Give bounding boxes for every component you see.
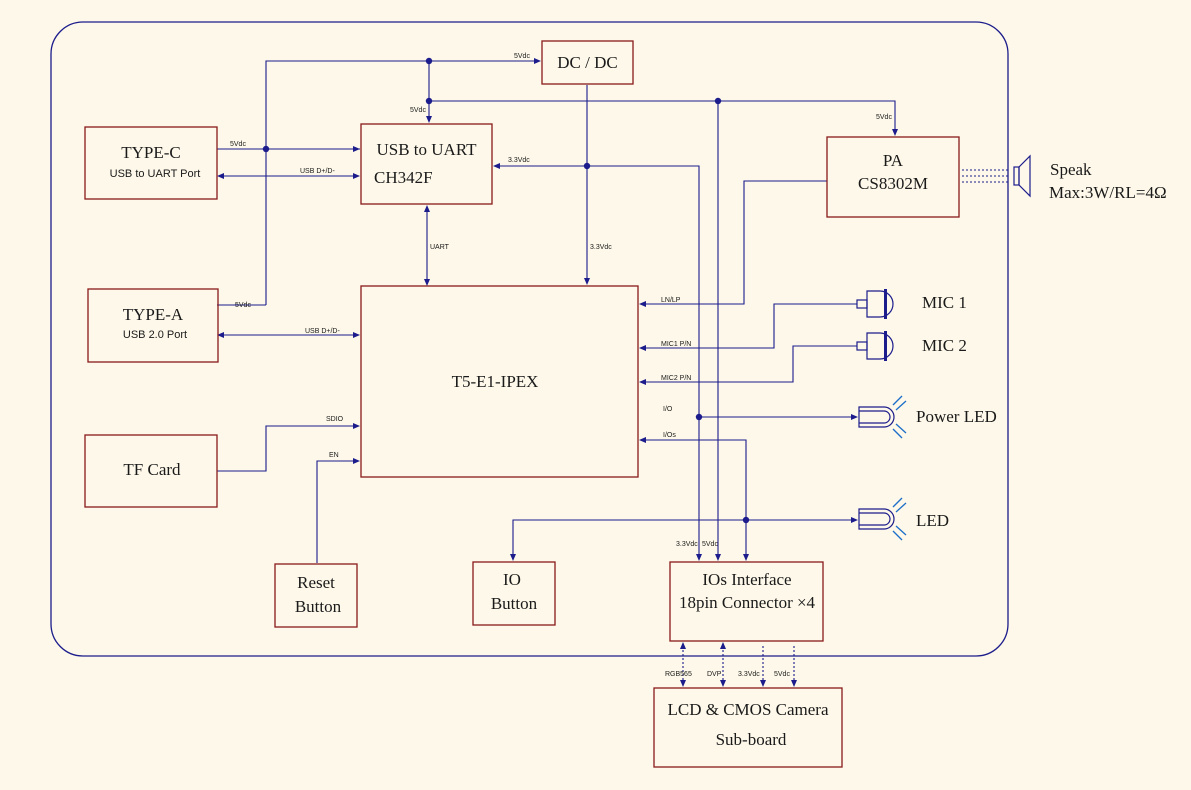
type-c-title: TYPE-C bbox=[121, 143, 181, 162]
ios-interface-block: IOs Interface 18pin Connector ×4 bbox=[669, 561, 824, 642]
reset-button-block: Reset Button bbox=[274, 563, 358, 628]
pa-block: PA CS8302M bbox=[826, 136, 960, 218]
signal-dcdc-3v3: 3.3Vdc bbox=[590, 244, 612, 251]
speaker-spec: Max:3W/RL=4Ω bbox=[1049, 183, 1167, 202]
signal-uart-5v: 5Vdc bbox=[410, 107, 426, 114]
signal-rgb565: RGB565 bbox=[665, 671, 692, 678]
signal-dvp: DVP bbox=[707, 671, 722, 678]
signal-pa-5v: 5Vdc bbox=[876, 114, 892, 121]
reset-line2: Button bbox=[295, 597, 342, 616]
signal-typec-usb: USB D+/D- bbox=[300, 168, 335, 175]
signal-uart-link: UART bbox=[430, 244, 450, 251]
arrowheads bbox=[217, 58, 898, 687]
signal-sub-5v: 5Vdc bbox=[774, 671, 790, 678]
signal-mic2-pn: MIC2 P/N bbox=[661, 375, 691, 382]
ios-interface-line1: IOs Interface bbox=[702, 570, 791, 589]
main-module-block: T5-E1-IPEX bbox=[360, 285, 639, 478]
usb-uart-line2: CH342F bbox=[374, 168, 433, 187]
led-icon bbox=[858, 497, 907, 541]
mic1-icon bbox=[856, 289, 894, 319]
signal-typec-5v: 5Vdc bbox=[230, 141, 246, 148]
dcdc-title: DC / DC bbox=[557, 53, 617, 72]
signal-typea-usb: USB D+/D- bbox=[305, 328, 340, 335]
type-a-title: TYPE-A bbox=[123, 305, 184, 324]
signal-labels: 5Vdc 5Vdc 5Vdc USB D+/D- 3.3Vdc UART 3.3… bbox=[230, 53, 892, 678]
io-button-line1: IO bbox=[503, 570, 521, 589]
reset-line1: Reset bbox=[297, 573, 335, 592]
tf-card-block: TF Card bbox=[84, 434, 218, 508]
pa-line2: CS8302M bbox=[858, 174, 928, 193]
wires bbox=[217, 60, 1010, 682]
power-led-icon bbox=[858, 395, 907, 439]
main-module-title: T5-E1-IPEX bbox=[452, 372, 539, 391]
board-outline bbox=[50, 21, 1009, 657]
signal-mic1-pn: MIC1 P/N bbox=[661, 341, 691, 348]
signal-dcdc-in-5v: 5Vdc bbox=[514, 53, 530, 60]
power-led-label: Power LED bbox=[916, 407, 997, 426]
tf-card-title: TF Card bbox=[123, 460, 181, 479]
pa-line1: PA bbox=[883, 151, 904, 170]
type-a-subtitle: USB 2.0 Port bbox=[123, 329, 187, 341]
signal-ios: I/Os bbox=[663, 432, 676, 439]
subboard-line2: Sub-board bbox=[716, 730, 787, 749]
signal-ln-lp: LN/LP bbox=[661, 297, 681, 304]
signal-conn-5v: 5Vdc bbox=[702, 541, 718, 548]
junction-dots bbox=[262, 57, 750, 524]
signal-en: EN bbox=[329, 452, 339, 459]
type-c-subtitle: USB to UART Port bbox=[110, 168, 201, 180]
signal-sdio: SDIO bbox=[326, 416, 344, 423]
dcdc-block: DC / DC bbox=[541, 40, 634, 85]
signal-sub-3v3: 3.3Vdc bbox=[738, 671, 760, 678]
signal-typea-5v: 5Vdc bbox=[235, 302, 251, 309]
signal-io: I/O bbox=[663, 406, 673, 413]
subboard-line1: LCD & CMOS Camera bbox=[667, 700, 828, 719]
led-label: LED bbox=[916, 511, 949, 530]
mic2-icon bbox=[856, 331, 894, 361]
usb-uart-line1: USB to UART bbox=[376, 140, 477, 159]
ios-interface-line2: 18pin Connector ×4 bbox=[679, 593, 816, 612]
subboard-block: LCD & CMOS Camera Sub-board bbox=[653, 687, 843, 768]
type-a-block: TYPE-A USB 2.0 Port bbox=[87, 288, 219, 363]
io-button-line2: Button bbox=[491, 594, 538, 613]
speaker-label: Speak bbox=[1050, 160, 1092, 179]
mic2-label: MIC 2 bbox=[922, 336, 967, 355]
speaker-icon bbox=[1013, 154, 1031, 198]
signal-uart-3v3: 3.3Vdc bbox=[508, 157, 530, 164]
usb-uart-block: USB to UART CH342F bbox=[360, 123, 493, 205]
signal-conn-3v3: 3.3Vdc bbox=[676, 541, 698, 548]
mic1-label: MIC 1 bbox=[922, 293, 967, 312]
io-button-block: IO Button bbox=[472, 561, 556, 626]
type-c-block: TYPE-C USB to UART Port bbox=[84, 126, 218, 200]
